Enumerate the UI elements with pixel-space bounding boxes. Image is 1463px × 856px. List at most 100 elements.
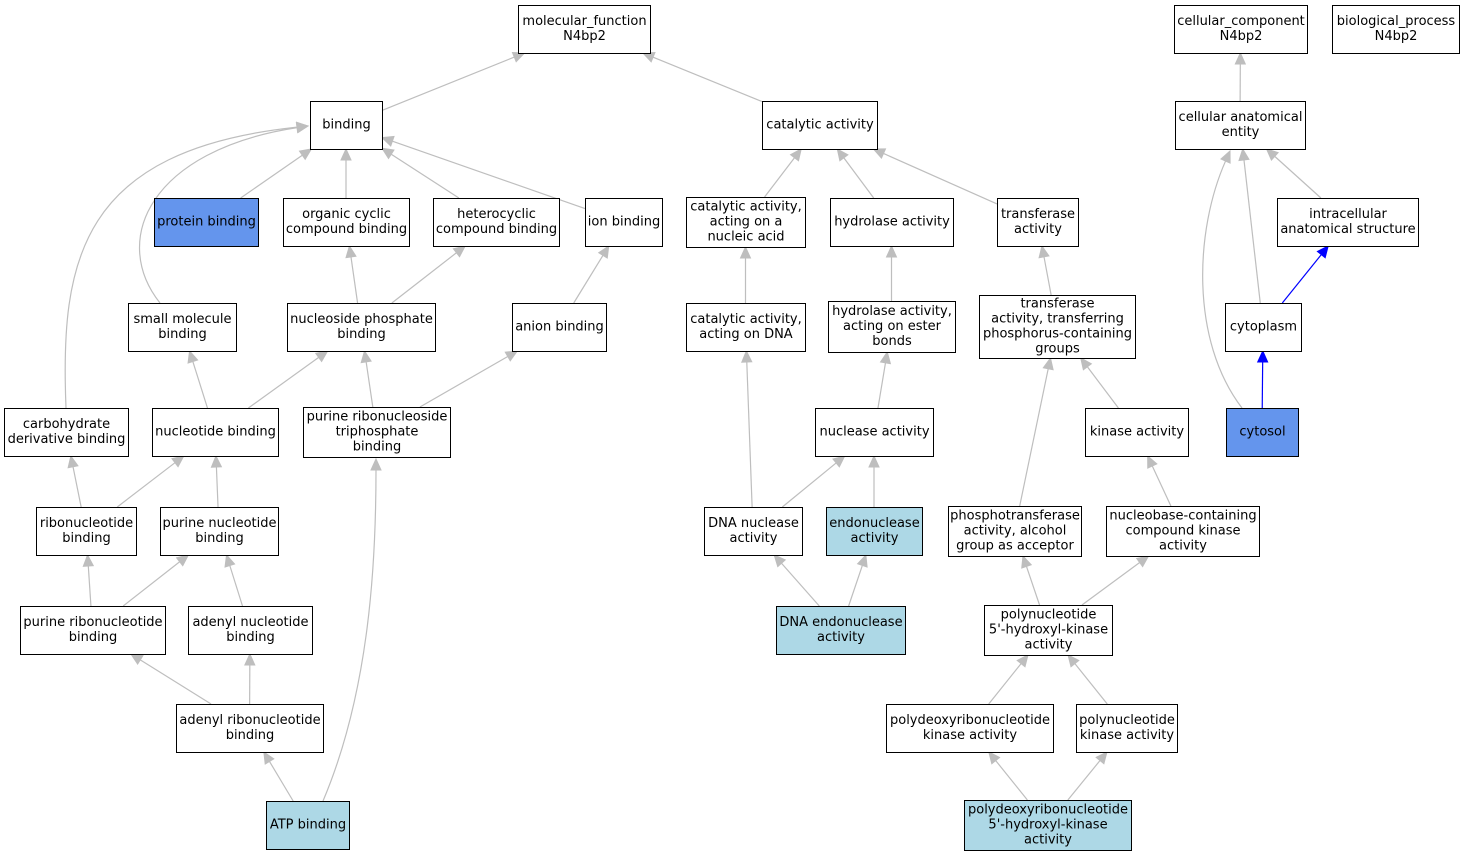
node-label-line: activity — [1014, 222, 1062, 237]
edge-endonuclease-to-nuclease — [868, 454, 880, 507]
edge-atp_binding-to-purine_ribonucleoside_triphosphate-arrowhead — [370, 457, 382, 471]
node-label-line: activity — [1024, 833, 1072, 848]
node-label-line: intracellular — [1309, 207, 1387, 222]
node-label-line: transferase — [1020, 297, 1094, 312]
node-box — [776, 606, 906, 655]
edge-intracellular_structure-to-cellular_anatomical_entity — [1265, 148, 1322, 199]
edge-adenyl_ribonucleotide-to-purine_ribonucleotide-line — [139, 659, 212, 705]
edge-ribonucleotide-to-carbohydrate_derivative-line — [72, 466, 82, 508]
node-label-line: activity, transferring — [991, 312, 1124, 327]
node-box — [512, 303, 607, 352]
edge-hydrolase_ester-to-hydrolase — [885, 244, 898, 301]
node-box — [160, 507, 279, 556]
node-label-line: DNA endonuclease — [779, 615, 902, 630]
edge-cytoplasm-to-intracellular_structure-line — [1281, 254, 1322, 304]
node-box — [1174, 5, 1308, 54]
edge-purine_ribonucleoside_triphosphate-to-anion_binding-arrowhead — [504, 350, 519, 362]
edge-polynucleotide_5oh_kinase-to-nucleobase_kinase-arrowhead — [1135, 555, 1150, 568]
edge-purine_ribonucleotide-to-ribonucleotide — [82, 553, 95, 607]
node-label-line: anion binding — [515, 320, 604, 335]
edge-ribonucleotide-to-carbohydrate_derivative — [67, 454, 82, 508]
edge-cat_nucleic_acid-to-catalytic_activity — [764, 148, 802, 198]
node-label-line: transferase — [1001, 207, 1075, 222]
edge-nucleoside_phosphate-to-organic_cyclic-line — [350, 256, 359, 304]
node-binding: binding — [310, 101, 383, 150]
node-label-line: protein binding — [157, 215, 256, 230]
edge-protein_binding-to-binding-line — [240, 154, 303, 199]
node-box — [1277, 198, 1419, 247]
node-box — [1106, 506, 1260, 557]
node-label-line: hydrolase activity — [834, 215, 950, 230]
node-hydrolase: hydrolase activity — [830, 198, 954, 247]
edge-atp_binding-to-purine_ribonucleoside_triphosphate — [322, 457, 382, 802]
node-box — [266, 801, 350, 850]
edge-cytosol-to-cellular_anatomical_entity — [1202, 149, 1243, 409]
edge-purine_ribonucleotide-to-purine_nucleotide-line — [122, 561, 181, 607]
node-label-line: activity — [1025, 638, 1073, 653]
node-box — [188, 606, 313, 655]
node-label-line: acting on ester — [843, 319, 942, 334]
edge-protein_binding-to-binding — [240, 148, 313, 199]
edge-heterocyclic-to-binding — [380, 147, 460, 199]
edge-carbohydrate_derivative-to-binding-line — [64, 126, 298, 409]
edge-nucleoside_phosphate-to-heterocyclic-arrowhead — [452, 245, 467, 258]
edge-polynucleotide_5oh_kinase-to-phosphotransferase_alcohol — [1021, 554, 1041, 606]
node-cytoplasm: cytoplasm — [1225, 303, 1302, 352]
edge-nuclease-to-hydrolase_ester-line — [877, 362, 887, 409]
edge-transferase-to-catalytic_activity-arrowhead — [872, 148, 887, 159]
node-box — [1085, 408, 1189, 457]
node-label-line: polynucleotide — [1001, 608, 1097, 623]
edge-cellular_anatomical_entity-to-cellular_component — [1234, 51, 1247, 102]
node-box — [310, 101, 383, 150]
edge-polynucleotide_5oh_kinase-to-phosphotransferase_alcohol-arrowhead — [1021, 554, 1033, 569]
node-box — [433, 198, 560, 247]
node-layer: molecular_functionN4bp2cellular_componen… — [4, 5, 1460, 851]
node-label-line: entity — [1222, 125, 1260, 140]
node-polydeoxy_5oh_kinase: polydeoxyribonucleotide5'-hydroxyl-kinas… — [964, 800, 1132, 851]
node-label-line: binding — [226, 630, 274, 645]
edge-protein_binding-to-binding-arrowhead — [298, 148, 313, 161]
node-box — [1225, 303, 1302, 352]
edge-heterocyclic-to-binding-arrowhead — [380, 147, 395, 160]
edge-purine_ribonucleotide-to-ribonucleotide-line — [87, 565, 92, 607]
edge-purine_ribonucleoside_triphosphate-to-nucleoside_phosphate-arrowhead — [360, 349, 372, 364]
node-label-line: acting on DNA — [699, 327, 793, 342]
edge-dna_nuclease-to-cat_dna-line — [746, 361, 753, 508]
node-box — [1076, 704, 1178, 753]
edge-purine_ribonucleotide-to-purine_nucleotide-arrowhead — [175, 554, 190, 567]
node-label-line: N4bp2 — [1375, 29, 1418, 44]
node-label-line: phosphotransferase — [950, 509, 1080, 524]
edge-catalytic_activity-to-molecular_function — [641, 51, 763, 103]
edge-hydrolase-to-catalytic_activity — [836, 148, 875, 199]
edge-dna_endonuclease-to-endonuclease — [848, 553, 868, 607]
node-label-line: binding — [322, 118, 370, 133]
edge-adenyl_ribonucleotide-to-purine_ribonucleotide — [129, 653, 212, 705]
edge-cellular_anatomical_entity-to-cellular_component-arrowhead — [1234, 51, 1247, 65]
edge-dna_nuclease-to-cat_dna-arrowhead — [741, 349, 753, 363]
edge-dna_nuclease-to-cat_dna — [741, 349, 753, 508]
node-label-line: molecular_function — [522, 14, 646, 29]
node-box — [826, 507, 923, 556]
edge-ion_binding-to-binding-line — [392, 140, 586, 210]
node-box — [964, 800, 1132, 851]
edge-nuclease-to-hydrolase_ester-arrowhead — [879, 350, 892, 365]
node-label-line: kinase activity — [1080, 728, 1174, 743]
edge-purine_nucleotide-to-nucleotide_binding-line — [215, 466, 219, 508]
node-label-line: catalytic activity — [766, 118, 874, 133]
edge-transferase_phosphorus-to-transferase — [1038, 244, 1052, 296]
edge-purine_nucleotide-to-nucleotide_binding — [210, 454, 223, 508]
node-label-line: kinase activity — [923, 728, 1017, 743]
edge-dna_nuclease-to-nuclease — [781, 455, 846, 508]
edge-phosphotransferase_alcohol-to-transferase_phosphorus — [1019, 356, 1054, 507]
edge-nuclease-to-hydrolase_ester — [877, 350, 892, 409]
